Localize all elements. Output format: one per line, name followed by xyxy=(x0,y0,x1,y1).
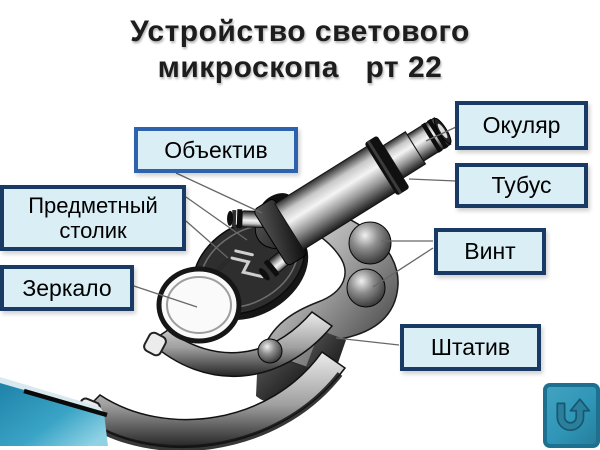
microscope-tube xyxy=(254,117,452,266)
label-objektiv: Объектив xyxy=(134,127,298,173)
label-tubus: Тубус xyxy=(455,163,588,208)
slide-title: Устройство светового микроскопа рт 22 xyxy=(0,14,600,86)
corner-decoration xyxy=(0,377,108,446)
microscope-mirror xyxy=(156,256,242,344)
label-predmetny-stolik: Предметный столик xyxy=(0,185,186,251)
label-vint: Винт xyxy=(434,228,546,275)
slide-title-line1: Устройство светового xyxy=(130,15,470,48)
label-zerkalo: Зеркало xyxy=(0,265,134,311)
label-okular: Окуляр xyxy=(455,101,588,150)
u-turn-arrow-icon xyxy=(555,397,590,431)
return-button[interactable] xyxy=(543,383,600,448)
slide-title-line2: микроскопа рт 22 xyxy=(157,51,443,84)
callout-lines xyxy=(133,126,457,346)
microscope-focus-knobs xyxy=(257,221,392,364)
label-shtativ: Штатив xyxy=(400,324,541,371)
